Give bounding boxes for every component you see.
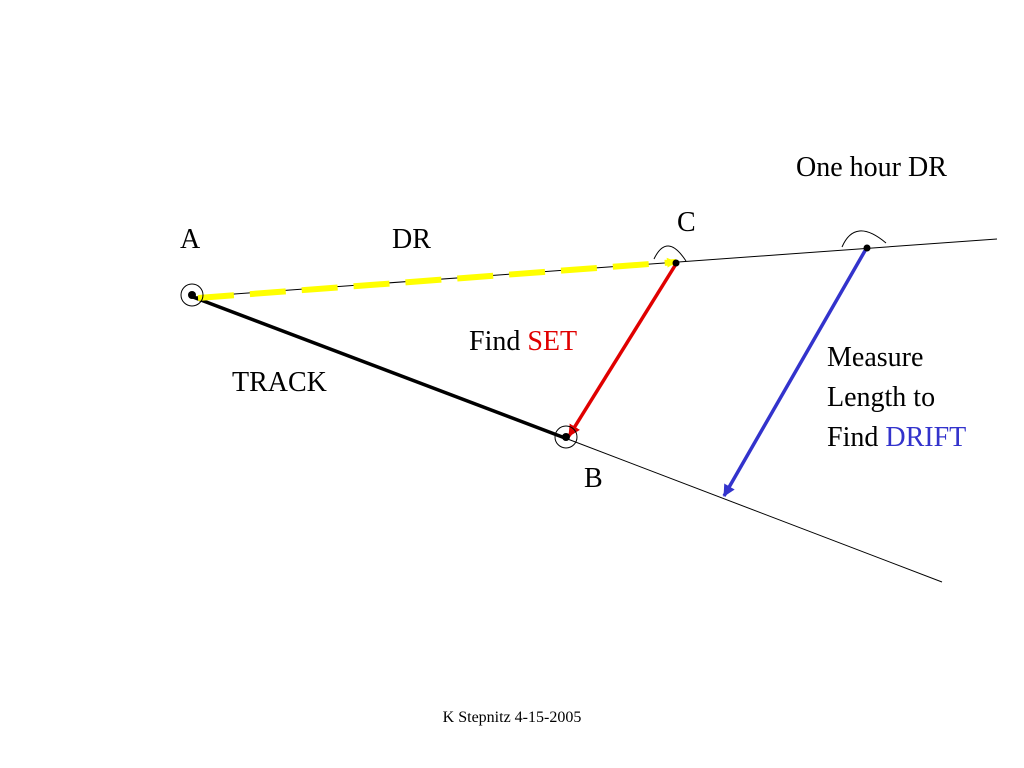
point-c-label: C	[677, 207, 696, 238]
measure-line-2: Length to	[827, 382, 936, 413]
track-extension-line	[564, 437, 943, 583]
drift-arrow	[722, 248, 868, 497]
fix-symbol-b	[554, 425, 578, 449]
set-word: SET	[527, 326, 578, 357]
measure-line-1: Measure	[827, 342, 924, 373]
find-set-label: Find SET	[469, 326, 577, 358]
measure-drift-label: Measure Length to Find DRIFT	[827, 338, 966, 458]
find-drift-prefix: Find	[827, 422, 879, 453]
point-a-label: A	[180, 224, 201, 255]
footer-author-date: K Stepnitz 4-15-2005	[442, 709, 582, 726]
one-hour-dr-label: One hour DR	[796, 152, 947, 183]
measure-line-3: Find DRIFT	[827, 418, 966, 458]
dr-label: DR	[392, 224, 431, 255]
dr-vector-arrow	[197, 257, 677, 301]
dr-symbol-one-hour	[841, 230, 887, 252]
drift-word: DRIFT	[885, 422, 967, 453]
set-arrow	[567, 263, 678, 437]
point-b-label: B	[584, 463, 603, 494]
find-set-prefix: Find	[469, 326, 521, 357]
track-label: TRACK	[232, 367, 327, 398]
track-line	[192, 295, 566, 440]
dr-symbol-c	[653, 245, 687, 267]
fix-symbol-a	[180, 283, 204, 307]
